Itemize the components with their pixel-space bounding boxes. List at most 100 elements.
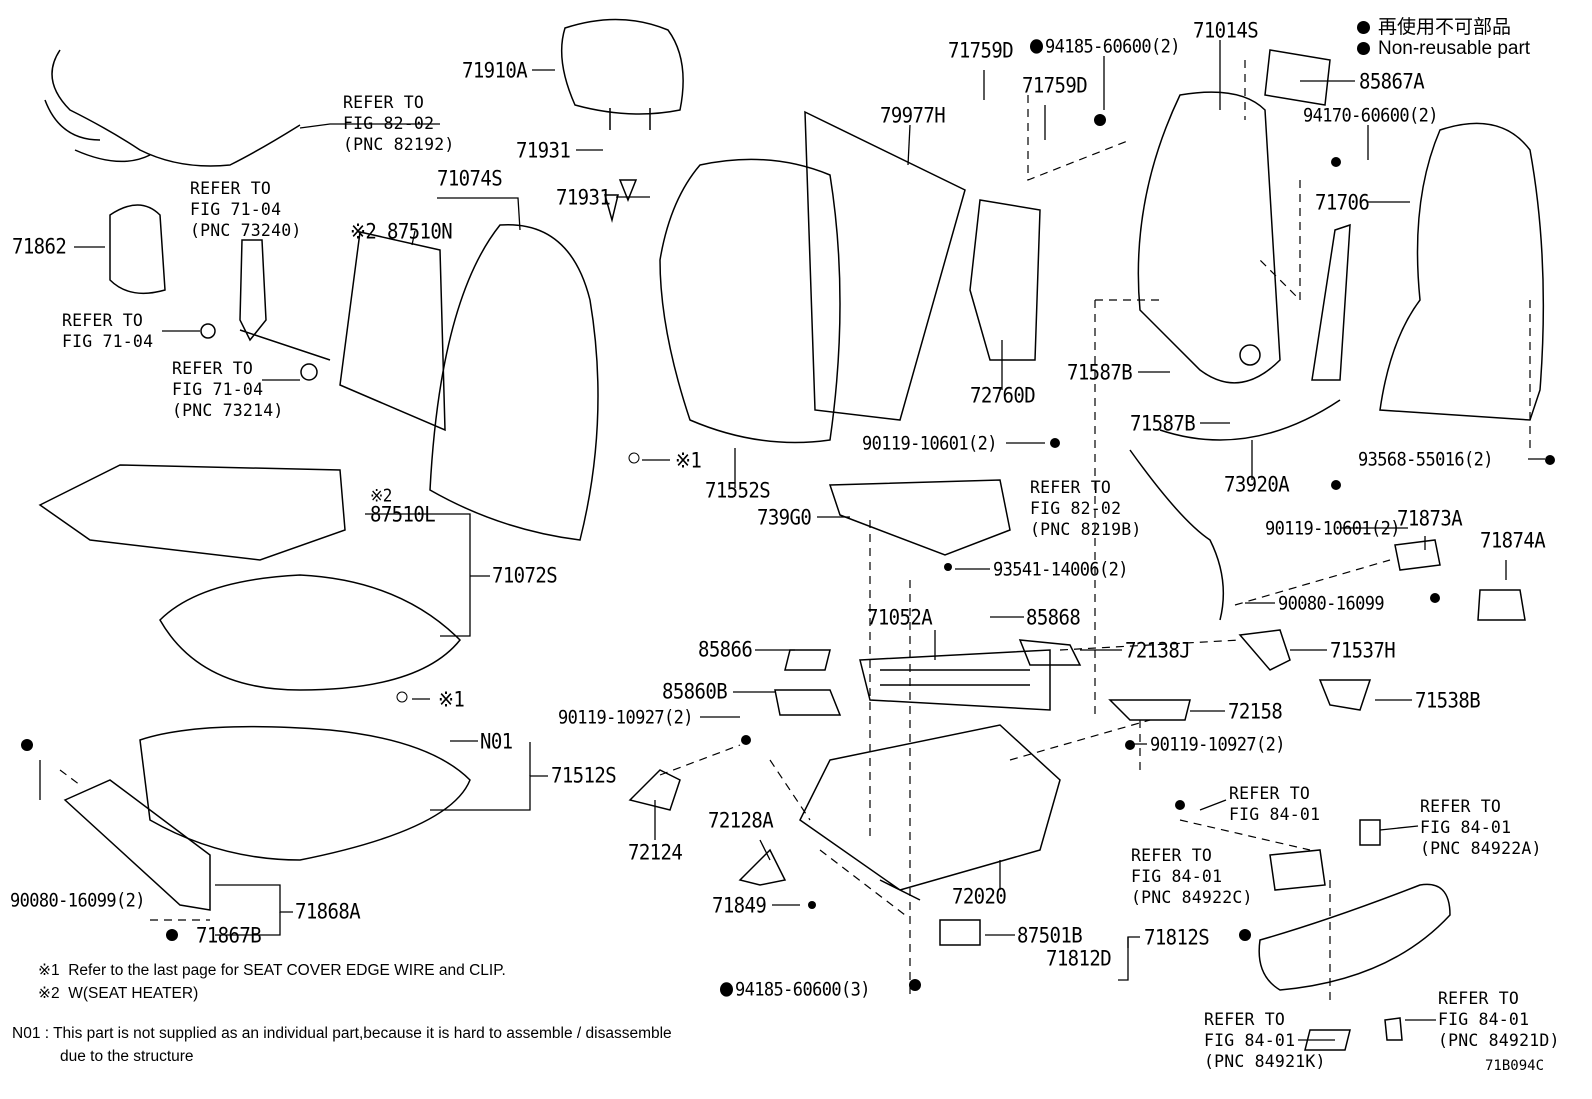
ref-line: REFER TO [62,311,144,330]
ref-line: FIG 71-04 [190,200,282,219]
part-callout[interactable]: 90080-16099(2) [10,890,145,912]
ref-line: REFER TO [1131,846,1213,865]
part-callout[interactable]: 85868 [1026,605,1081,631]
refer-to-fig-82-02[interactable]: REFER TO FIG 82-02 (PNC 8219B) [1030,477,1141,540]
ref-line: REFER TO [172,359,254,378]
part-callout[interactable]: 90080-16099 [1278,593,1385,615]
part-callout[interactable]: 72760D [970,383,1036,409]
part-callout[interactable]: 90119-10601(2) [862,433,997,455]
part-callout[interactable]: 72124 [628,840,683,866]
part-callout[interactable]: 71014S [1193,18,1259,44]
refer-to-fig-84-01[interactable]: REFER TO FIG 84-01 (PNC 84921D) [1438,988,1560,1051]
note-n01: N01 : This part is not supplied as an in… [12,1025,672,1042]
legend-non-reusable-en: Non-reusable part [1357,38,1530,60]
part-callout[interactable]: 71867B [196,923,262,949]
part-callout[interactable]: ※2 87510N [350,219,453,245]
part-callout[interactable]: 71074S [437,166,503,192]
part-callout[interactable]: 85866 [698,637,753,663]
part-callout[interactable]: 71931 [516,138,571,164]
part-callout[interactable]: 71587B [1067,360,1133,386]
ref-line: REFER TO [1204,1010,1286,1029]
part-callout[interactable]: 71910A [462,58,528,84]
part-callout[interactable]: 71552S [705,478,771,504]
part-callout[interactable]: ※1 [675,448,702,474]
part-callout[interactable]: 72020 [952,884,1007,910]
part-number: 94185-60600(2) [1045,36,1180,58]
non-reusable-dot-icon [1357,42,1370,55]
part-callout[interactable]: 71873A [1397,506,1463,532]
part-callout[interactable]: ※1 [438,687,465,713]
refer-to-fig-71-04[interactable]: REFER TO FIG 71-04 [62,310,153,352]
part-callout[interactable]: 71931 [556,185,611,211]
part-callout[interactable]: 79977H [880,103,946,129]
ref-line: REFER TO [1030,478,1112,497]
part-callout[interactable]: 73920A [1224,472,1290,498]
non-reusable-dot-icon [1357,21,1370,34]
part-callout[interactable]: 71072S [492,563,558,589]
part-callout[interactable]: 71759D [1022,73,1088,99]
part-callout[interactable]: 71052A [867,605,933,631]
ref-line: FIG 84-01 [1204,1031,1296,1050]
part-callout[interactable]: N01 [480,729,513,755]
legend-text: 再使用不可部品 [1378,17,1512,38]
note-seat-heater: ※2 W(SEAT HEATER) [38,985,199,1002]
ref-line: FIG 82-02 [343,114,435,133]
part-callout[interactable]: 739G0 [757,505,812,531]
part-callout[interactable]: 72128A [708,808,774,834]
ref-line: (PNC 73214) [172,401,284,420]
note-seat-cover-edge-wire: ※1 Refer to the last page for SEAT COVER… [38,962,506,979]
part-callout[interactable]: 71862 [12,234,67,260]
part-callout[interactable]: 94170-60600(2) [1303,105,1438,127]
ref-line: (PNC 82192) [343,135,455,154]
refer-to-fig-82-02[interactable]: REFER TO FIG 82-02 (PNC 82192) [343,92,454,155]
part-callout[interactable]: 87501B [1017,923,1083,949]
leader-lines [39,40,1545,1041]
ref-line: (PNC 73240) [190,221,302,240]
ref-line: REFER TO [190,179,272,198]
part-callout[interactable]: 87510L [370,502,436,528]
part-callout[interactable]: 71512S [551,763,617,789]
ref-line: FIG 84-01 [1438,1010,1530,1029]
part-callout[interactable]: 71538B [1415,688,1481,714]
part-callout[interactable]: 90119-10927(2) [558,707,693,729]
ref-line: FIG 84-01 [1131,867,1223,886]
ref-line: (PNC 84922A) [1420,839,1542,858]
part-callout[interactable]: 71812D [1046,946,1112,972]
part-callout-non-reusable[interactable]: 94185-60600(2) [1030,36,1180,59]
part-callout[interactable]: 71812S [1144,925,1210,951]
ref-line: (PNC 84921D) [1438,1031,1560,1050]
legend-text: Non-reusable part [1378,38,1531,59]
non-reusable-dot-icon [1030,39,1043,54]
part-callout[interactable]: 85867A [1359,69,1425,95]
ref-line: FIG 82-02 [1030,499,1122,518]
refer-to-fig-71-04[interactable]: REFER TO FIG 71-04 (PNC 73214) [172,358,283,421]
ref-line: (PNC 8219B) [1030,520,1142,539]
part-callout[interactable]: 90119-10601(2) [1265,518,1400,540]
part-callout[interactable]: 72158 [1228,699,1283,725]
part-callout[interactable]: 71868A [295,899,361,925]
ref-line: FIG 71-04 [172,380,264,399]
ref-line: REFER TO [1438,989,1520,1008]
figure-code: 71B094C [1485,1058,1545,1074]
part-callout[interactable]: 93568-55016(2) [1358,449,1493,471]
part-callout[interactable]: 72138J [1125,638,1191,664]
ref-line: FIG 71-04 [62,332,154,351]
part-callout[interactable]: 71759D [948,38,1014,64]
part-callout[interactable]: 71874A [1480,528,1546,554]
part-callout[interactable]: 71537H [1330,638,1396,664]
part-callout[interactable]: 90119-10927(2) [1150,734,1285,756]
part-callout[interactable]: 85860B [662,679,728,705]
ref-line: REFER TO [343,93,425,112]
refer-to-fig-71-04[interactable]: REFER TO FIG 71-04 (PNC 73240) [190,178,301,241]
part-number: 94185-60600(3) [735,979,870,1001]
part-callout[interactable]: 71849 [712,893,767,919]
part-callout[interactable]: 71706 [1315,190,1370,216]
part-callout[interactable]: 71587B [1130,411,1196,437]
part-callout[interactable]: 93541-14006(2) [993,559,1128,581]
part-callout-non-reusable[interactable]: 94185-60600(3) [720,979,870,1002]
